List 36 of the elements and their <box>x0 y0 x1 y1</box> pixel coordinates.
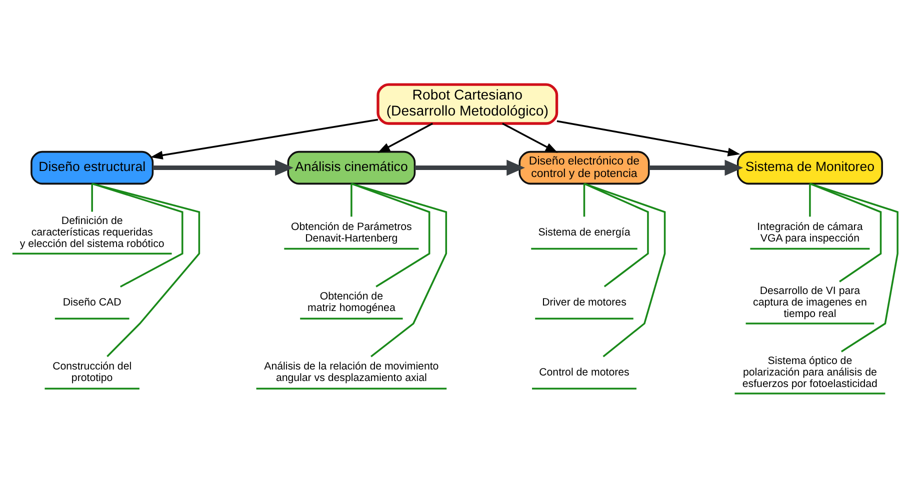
arrow <box>414 159 525 176</box>
node-box: Sistema de Monitoreo <box>736 150 883 184</box>
node-box: Análisis cinemático <box>287 150 416 184</box>
node-text: Diseño CAD <box>62 296 122 308</box>
connector <box>351 182 448 357</box>
connector <box>584 182 666 357</box>
node-text: Construcción del prototipo <box>52 360 132 384</box>
arrow <box>152 159 294 176</box>
node-text: Sistema de energía <box>538 226 630 238</box>
node-box: Robot Cartesiano (Desarrollo Metodológico) <box>376 82 558 124</box>
connector <box>92 182 184 287</box>
arrow <box>502 122 558 152</box>
node-text: Driver de motores <box>542 296 626 308</box>
node-text: Control de motores <box>539 366 630 378</box>
connector <box>810 182 882 282</box>
node-text: Sistema óptico de polarización para análisis de esfuerzos por fotoelasticidad <box>742 354 878 390</box>
node-text: Obtención de matriz homogénea <box>308 290 396 314</box>
node-text: Obtención de Parámetros Denavit-Hartenberg <box>290 220 412 244</box>
arrow <box>556 120 740 156</box>
node-text: Definición de características requeridas y elección del sistema robótico <box>20 214 164 250</box>
node-text: Integración de cámara VGA para inspección <box>757 220 863 244</box>
node-text: Desarrollo de VI para captura de imagenes en tiempo real <box>753 284 867 320</box>
node-box: Diseño estructural <box>30 150 154 184</box>
arrow <box>378 122 434 152</box>
node-text: Análisis de la relación de movimiento angular vs desplazamiento axial <box>264 360 439 384</box>
connector <box>351 182 430 287</box>
connector <box>92 182 200 357</box>
arrow <box>150 118 378 160</box>
connector <box>91 183 93 212</box>
connector <box>350 183 352 216</box>
connector <box>810 182 898 352</box>
connector <box>583 183 586 216</box>
node-box: Diseño electrónico de control y de potencia <box>518 150 650 184</box>
connector <box>809 183 811 216</box>
arrow <box>649 159 744 176</box>
connector <box>584 182 649 287</box>
